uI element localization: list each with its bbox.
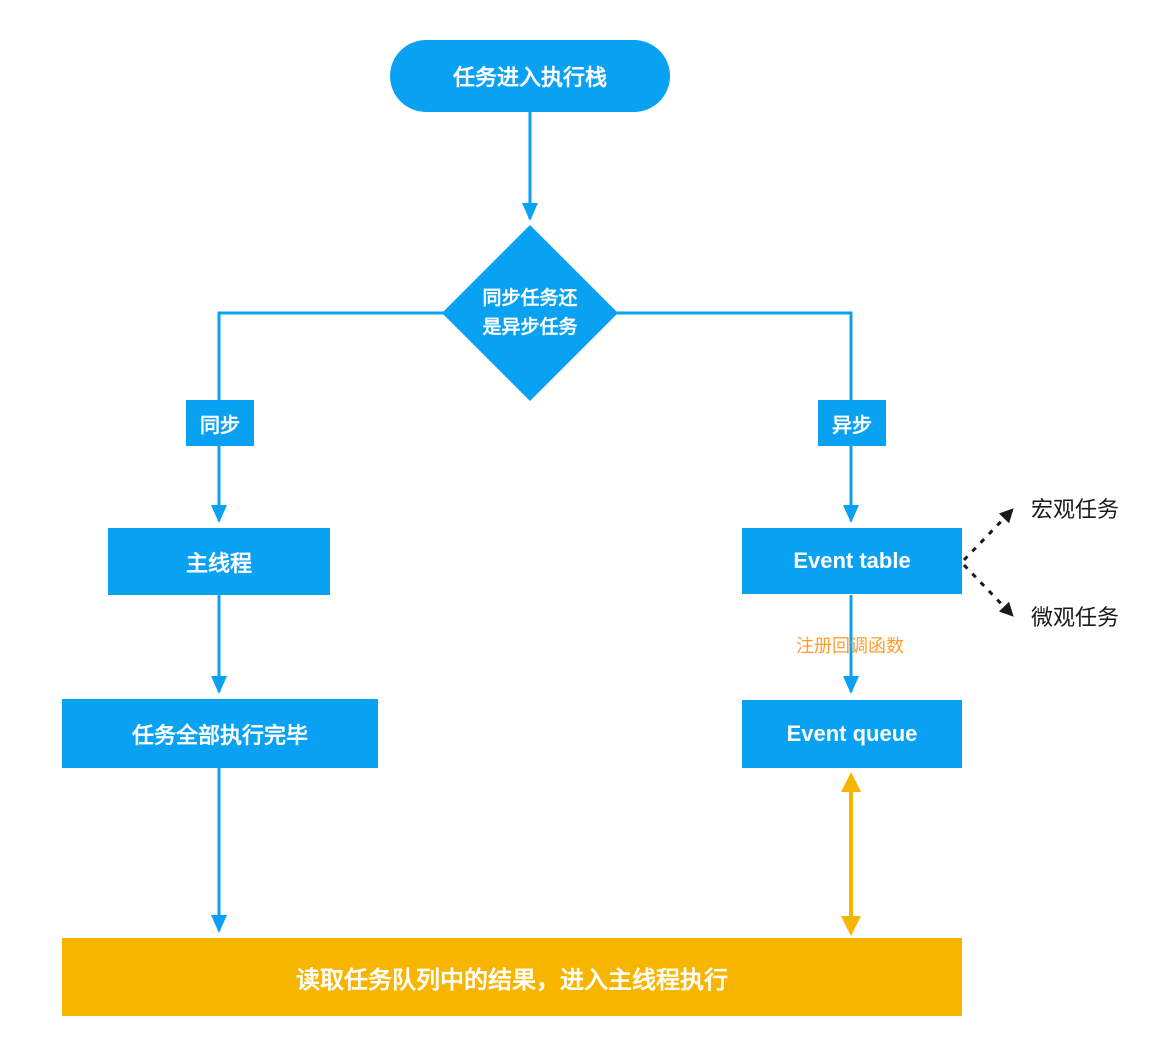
node-bottom-bar-label: 读取任务队列中的结果，进入主线程执行: [296, 966, 728, 994]
node-event-queue-label: Event queue: [786, 721, 918, 746]
node-decision: 同步任务还 是异步任务: [442, 225, 618, 401]
node-main-thread-label: 主线程: [185, 550, 252, 576]
register-callback-label: 注册回调函数: [796, 636, 904, 656]
branch-label-sync: 同步: [186, 400, 254, 446]
macro-task-label: 宏观任务: [1031, 497, 1120, 522]
connector-table-to-macrotask: [962, 507, 1015, 562]
branch-label-async-text: 异步: [832, 414, 872, 437]
node-all-tasks-done-label: 任务全部执行完毕: [131, 722, 308, 748]
node-decision-line1: 同步任务还: [482, 287, 578, 309]
amber-arrowhead-up-icon: [841, 772, 861, 792]
amber-arrowhead-down-icon: [841, 916, 861, 936]
branch-label-sync-text: 同步: [200, 414, 240, 437]
connector-table-to-microtask: [962, 563, 1015, 618]
connector-decision-to-sync: [211, 311, 444, 523]
node-event-table: Event table: [742, 528, 962, 594]
node-bottom-bar: 读取任务队列中的结果，进入主线程执行: [62, 938, 962, 1016]
node-event-queue: Event queue: [742, 700, 962, 768]
node-all-tasks-done: 任务全部执行完毕: [62, 699, 378, 768]
decision-diamond-shape: [442, 225, 618, 401]
node-start-label: 任务进入执行栈: [452, 65, 607, 90]
node-event-table-label: Event table: [793, 548, 911, 573]
node-main-thread: 主线程: [108, 528, 330, 595]
connector-decision-to-async: [616, 311, 859, 523]
branch-label-async: 异步: [818, 400, 886, 446]
micro-task-label: 微观任务: [1031, 605, 1120, 630]
node-decision-line2: 是异步任务: [482, 317, 578, 338]
node-start: 任务进入执行栈: [390, 40, 670, 112]
